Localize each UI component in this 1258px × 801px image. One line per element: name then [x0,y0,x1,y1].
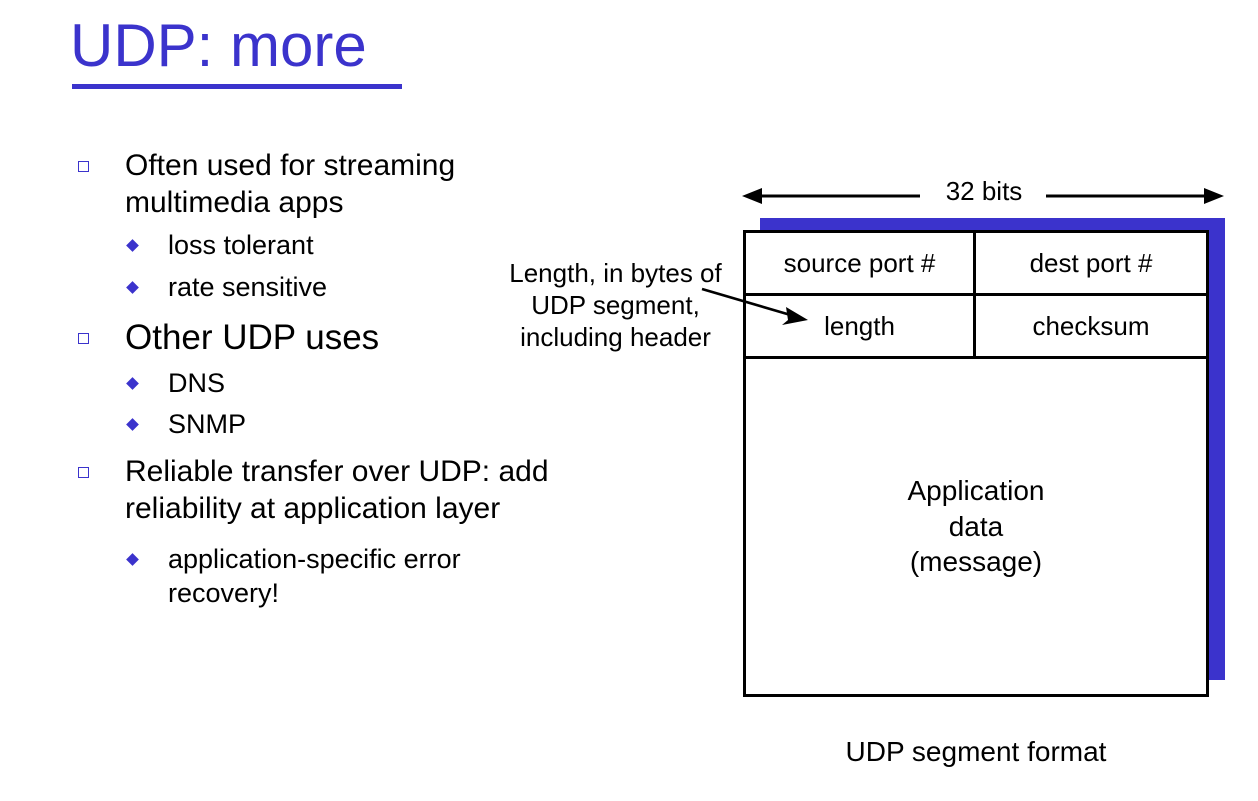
payload-line-2: data [948,510,1004,542]
spacer [70,307,570,317]
hollow-square-bullet-icon [78,332,89,344]
blue-diamond-bullet-icon [126,281,139,294]
bullet-text: SNMP [168,409,247,440]
bits-label: 32 bits [945,176,1023,206]
blue-diamond-bullet-icon [126,553,139,567]
cell-length: length [746,296,976,356]
table-row-ports: source port # dest port # [746,233,1206,296]
cell-application-data: Application data (message) [746,359,1206,694]
bullet-item-snmp: SNMP [70,408,570,442]
bullet-item-dns: DNS [70,367,570,401]
bullet-item-rate-sensitive: rate sensitive [70,271,570,305]
bullet-text: DNS [168,367,226,398]
diagram-caption: UDP segment format [845,736,1107,767]
payload-line-3: (message) [909,546,1043,578]
spacer [70,529,570,543]
title-underline [72,84,402,89]
blue-diamond-bullet-icon [126,239,139,253]
bullet-item-streaming: Often used for streaming multimedia apps [70,148,570,221]
blue-diamond-bullet-icon [126,376,139,390]
udp-header-table: source port # dest port # length checksu… [743,230,1209,697]
bullet-item-loss-tolerant: loss tolerant [70,229,570,263]
table-row-length-checksum: length checksum [746,296,1206,359]
hollow-square-bullet-icon [78,467,89,479]
bullet-text: rate sensitive [168,271,328,302]
bullet-text: loss tolerant [168,230,314,261]
bullet-item-reliable-transfer: Reliable transfer over UDP: add reliabil… [70,454,570,527]
double-arrow-icon [742,188,1224,204]
cell-checksum: checksum [1032,310,1150,341]
bullet-item-app-specific-recovery: application-specific error recovery! [70,543,570,611]
blue-diamond-bullet-icon [126,418,139,432]
payload-line-1: Application [907,474,1045,506]
cell-source-port: source port # [746,233,976,293]
length-callout-text: Length, in bytes of UDP segment, includi… [509,258,722,353]
callout-arrow-icon [701,287,808,325]
hollow-square-bullet-icon [78,161,89,172]
bullet-text: Other UDP uses [125,317,380,357]
bullet-text: Often used for streaming multimedia apps [125,149,456,219]
width-annotation: 32 bits [742,176,1224,211]
bullet-item-other-udp-uses: Other UDP uses [70,317,570,359]
bullet-text: Reliable transfer over UDP: add reliabil… [125,455,549,525]
bullet-text: application-specific error recovery! [168,544,461,609]
cell-dest-port: dest port # [1029,247,1153,278]
bullet-list: Often used for streaming multimedia apps… [70,148,570,613]
page-title: UDP: more [70,12,367,79]
spacer [70,444,570,454]
